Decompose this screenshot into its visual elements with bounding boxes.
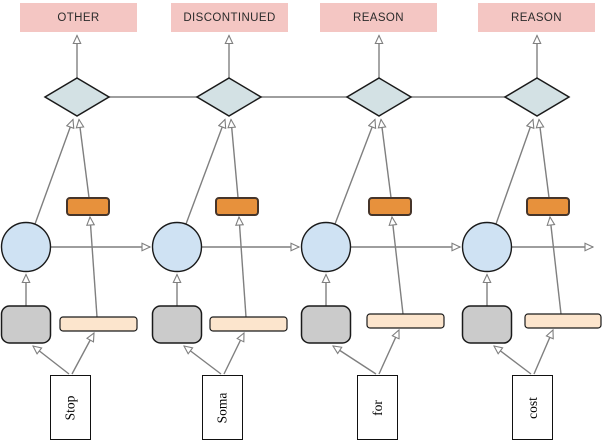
circle-to-diamond-arrow bbox=[34, 120, 73, 225]
word-to-peach-arrow bbox=[223, 333, 245, 375]
peach-to-orange-arrow bbox=[239, 217, 247, 318]
word-to-peach-arrow bbox=[71, 333, 94, 375]
peach-to-orange-arrow bbox=[392, 217, 404, 315]
word-to-gray-arrow bbox=[494, 346, 532, 375]
orange-rect-node bbox=[526, 197, 570, 216]
diamond-node bbox=[43, 77, 111, 117]
connector-arrows bbox=[26, 36, 593, 375]
orange-to-diamond-arrow bbox=[539, 120, 550, 198]
output-label-box: REASON bbox=[320, 3, 437, 32]
circle-node bbox=[461, 221, 513, 273]
peach-to-orange-arrow bbox=[90, 217, 98, 318]
word-to-peach-arrow bbox=[378, 330, 400, 375]
peach-rect-node bbox=[209, 316, 288, 332]
diamond-node bbox=[503, 77, 571, 117]
word-to-gray-arrow bbox=[184, 346, 222, 375]
word-text: Soma bbox=[214, 392, 230, 423]
word-to-gray-arrow bbox=[33, 346, 70, 375]
circle-to-diamond-arrow bbox=[334, 120, 375, 225]
word-text: for bbox=[369, 399, 385, 416]
orange-rect-node bbox=[215, 197, 259, 216]
word-input-box: cost bbox=[512, 375, 553, 440]
word-input-box: for bbox=[357, 375, 398, 440]
gray-rect-node bbox=[461, 305, 513, 344]
gray-rect-node bbox=[300, 305, 352, 344]
output-label-box: DISCONTINUED bbox=[171, 3, 288, 32]
diamond-node bbox=[345, 77, 413, 117]
orange-to-diamond-arrow bbox=[231, 120, 239, 198]
gray-rect-node bbox=[0, 305, 52, 344]
peach-to-orange-arrow bbox=[550, 217, 562, 315]
word-input-box: Soma bbox=[202, 375, 243, 440]
orange-to-diamond-arrow bbox=[381, 120, 392, 198]
orange-rect-node bbox=[368, 197, 412, 216]
output-label-box: REASON bbox=[478, 3, 595, 32]
word-to-peach-arrow bbox=[533, 330, 553, 375]
circle-to-diamond-arrow bbox=[185, 120, 225, 225]
peach-rect-node bbox=[59, 316, 138, 332]
word-text: Stop bbox=[62, 395, 78, 420]
circle-node bbox=[151, 221, 203, 273]
orange-rect-node bbox=[66, 197, 110, 216]
word-to-gray-arrow bbox=[333, 346, 377, 375]
peach-rect-node bbox=[524, 313, 602, 329]
peach-rect-node bbox=[366, 313, 445, 329]
diamond-node bbox=[195, 77, 263, 117]
circle-to-diamond-arrow bbox=[495, 120, 533, 225]
circle-node bbox=[300, 221, 352, 273]
gray-rect-node bbox=[151, 305, 203, 344]
orange-to-diamond-arrow bbox=[79, 120, 90, 198]
word-text: cost bbox=[524, 396, 540, 419]
circle-node bbox=[0, 221, 52, 273]
word-input-box: Stop bbox=[50, 375, 91, 440]
output-label-box: OTHER bbox=[20, 3, 137, 32]
